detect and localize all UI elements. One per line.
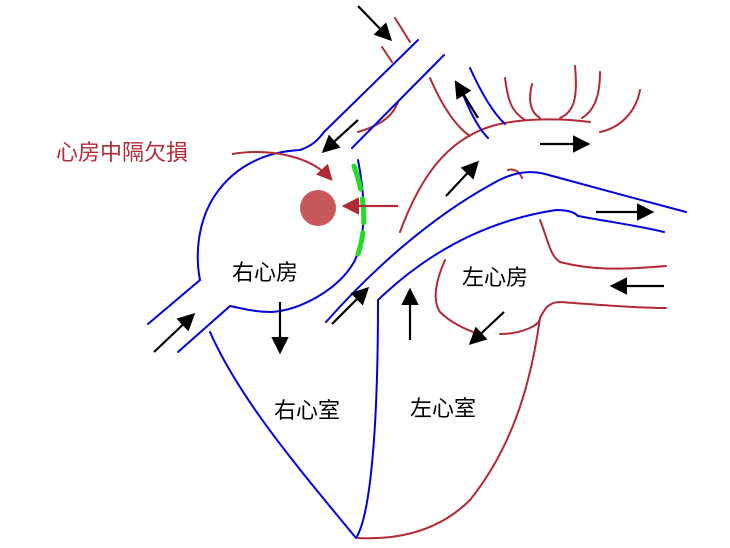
flow-arrow: [321, 119, 359, 153]
flow-arrow: [468, 311, 505, 346]
defect-label: 心房中隔欠損: [56, 141, 188, 166]
callout-arrow: [231, 151, 333, 181]
flow-arrows: [153, 5, 664, 355]
right-atrium-label: 右心房: [232, 261, 298, 286]
left-ventricle-label: 左心室: [410, 397, 476, 422]
flow-arrow: [445, 160, 480, 197]
septal-defect-line: [351, 163, 367, 257]
venous-outline: [147, 39, 687, 539]
septal-defect-marker: [300, 190, 336, 226]
flow-arrow: [153, 312, 196, 353]
right-ventricle-label: 右心室: [274, 399, 340, 424]
arterial-outline: [357, 17, 667, 540]
flow-arrow: [331, 286, 370, 325]
left-atrium-label: 左心房: [462, 266, 528, 291]
flow-arrow: [454, 80, 479, 119]
flow-arrow: [357, 5, 393, 42]
